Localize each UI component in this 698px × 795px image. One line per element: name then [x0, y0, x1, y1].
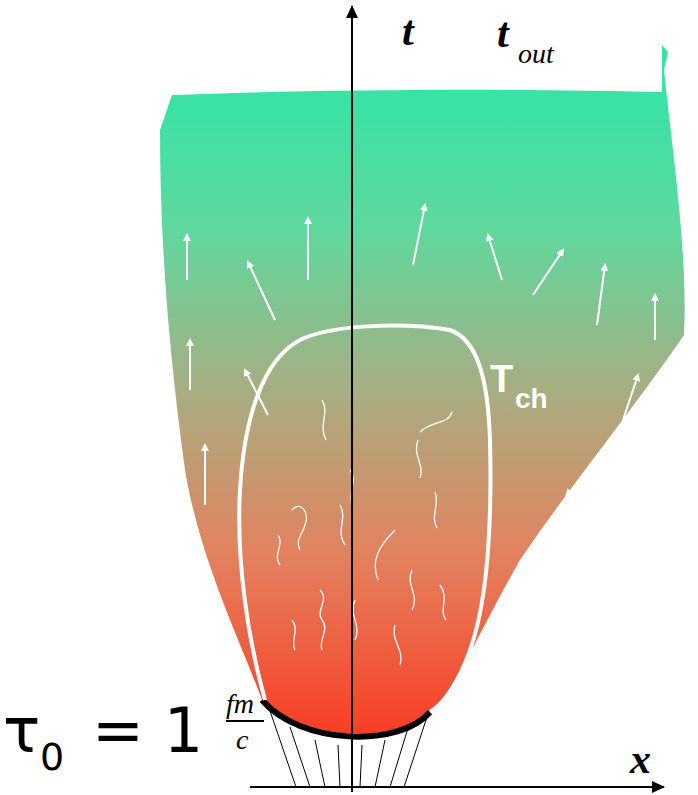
initial-time-curve [262, 700, 430, 737]
chemical-freezeout-outline [239, 326, 490, 712]
fireball-region [160, 45, 685, 734]
fraction-bar [226, 720, 264, 722]
space-axis [250, 786, 664, 788]
subscript-label: ch [515, 385, 548, 413]
subscript-label: 0 [40, 738, 64, 776]
equation-text: = 1 [92, 700, 203, 762]
tau-symbol: τ [3, 700, 40, 762]
time-axis [351, 6, 353, 792]
subscript-label: out [518, 40, 554, 68]
flow-arrows [187, 205, 655, 530]
axis-label: x [630, 738, 651, 780]
unit-denominator: c [236, 726, 248, 754]
time-label: t [497, 12, 509, 54]
turbulence-lines [277, 400, 452, 665]
temperature-label: T [490, 360, 513, 398]
fan-lines [268, 705, 428, 787]
unit-numerator: fm [226, 690, 254, 718]
axis-label: t [402, 10, 414, 52]
